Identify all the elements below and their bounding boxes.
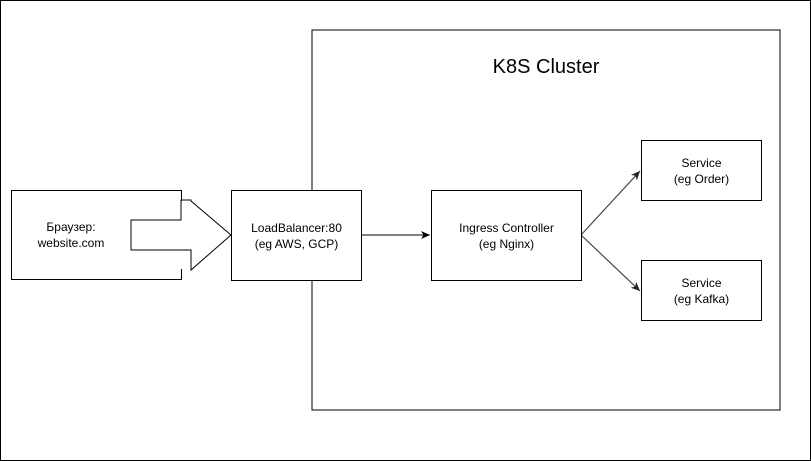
service-order-node: Service (eg Order) [641,140,762,201]
service-order-label-line2: (eg Order) [673,171,730,186]
ingress-label-line2: (eg Nginx) [478,236,535,251]
browser-label-line1: Браузер: [46,220,96,234]
loadbalancer-label-line1: LoadBalancer:80 [251,220,342,235]
browser-label: Браузер: website.com [12,200,130,270]
service-order-label-line1: Service [681,155,722,170]
ingress-to-service-kafka-arrow [580,234,641,292]
cluster-title: K8S Cluster [492,56,600,78]
loadbalancer-label-line2: (eg AWS, GCP) [254,236,339,251]
ingress-label-line1: Ingress Controller [459,220,554,235]
service-kafka-label-line1: Service [681,275,722,290]
service-kafka-label-line2: (eg Kafka) [673,291,730,306]
service-kafka-node: Service (eg Kafka) [641,260,762,321]
loadbalancer-node: LoadBalancer:80 (eg AWS, GCP) [231,190,362,281]
browser-box-right-edge-bottom [181,269,182,280]
ingress-to-service-order-arrow [580,170,641,236]
browser-box-right-edge-top [181,190,182,201]
ingress-controller-node: Ingress Controller (eg Nginx) [431,190,582,281]
browser-box [11,190,182,280]
browser-label-line2: website.com [37,236,105,250]
